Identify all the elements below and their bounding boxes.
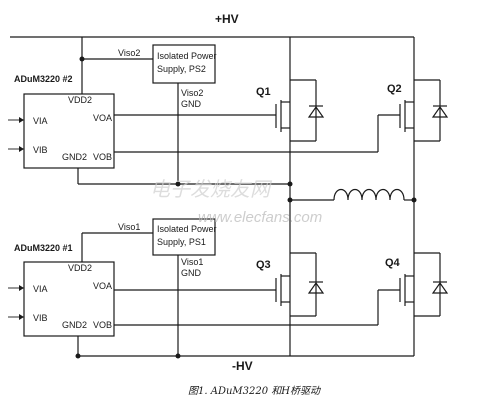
chip1-via: VIA [33,284,48,294]
q1-label: Q1 [256,86,271,98]
chip1-gnd: GND2 [62,320,87,330]
ps2-line1: Isolated Power [157,51,217,61]
q4-mosfet [378,252,449,317]
inductor-coil [290,188,414,201]
watermark-cn: 电子发烧友网 [150,177,273,201]
chip2-body [23,93,115,169]
ps2-box [152,44,216,84]
ps2-viso-out: Viso2 [181,88,203,98]
ps1-gnd: GND [181,268,202,278]
ps2-gnd: GND [181,99,202,109]
chip1-body [23,261,115,337]
chip2-voa: VOA [93,113,112,123]
right-midpoint-dot [411,197,417,203]
ps1-box [152,218,216,256]
chip2-vib: VIB [33,145,48,155]
chip2-vdd: VDD2 [68,95,92,105]
chip2-via: VIA [33,116,48,126]
chip2-title: ADuM3220 #2 [14,74,73,84]
chip1-vib: VIB [33,313,48,323]
chip2-gnd: GND2 [62,152,87,162]
chip1-title: ADuM3220 #1 [14,243,73,253]
figure-caption: 图1. ADuM3220 和H桥驱动 [188,385,321,397]
ps1-line2: Supply, PS1 [157,237,206,247]
ps2-viso-in: Viso2 [118,48,140,58]
ps2-line2: Supply, PS2 [157,64,206,74]
left-midpoint-dot [287,197,293,203]
negative-rail-label: -HV [232,359,253,373]
q1-mosfet [251,79,325,142]
chip1-vob: VOB [93,320,112,330]
chip1-vdd: VDD2 [68,263,92,273]
ps1-viso-out: Viso1 [181,257,203,267]
ps1-viso-in: Viso1 [118,222,140,232]
q3-label: Q3 [256,259,271,271]
watermark-url: www.elecfans.com [198,209,322,226]
q2-mosfet [378,79,449,142]
q4-label: Q4 [385,257,401,269]
q3-mosfet [251,252,325,317]
positive-rail-label: +HV [215,12,239,26]
chip1-voa: VOA [93,281,112,291]
chip2-vob: VOB [93,152,112,162]
ps1-line1: Isolated Power [157,224,217,234]
q2-label: Q2 [387,83,402,95]
